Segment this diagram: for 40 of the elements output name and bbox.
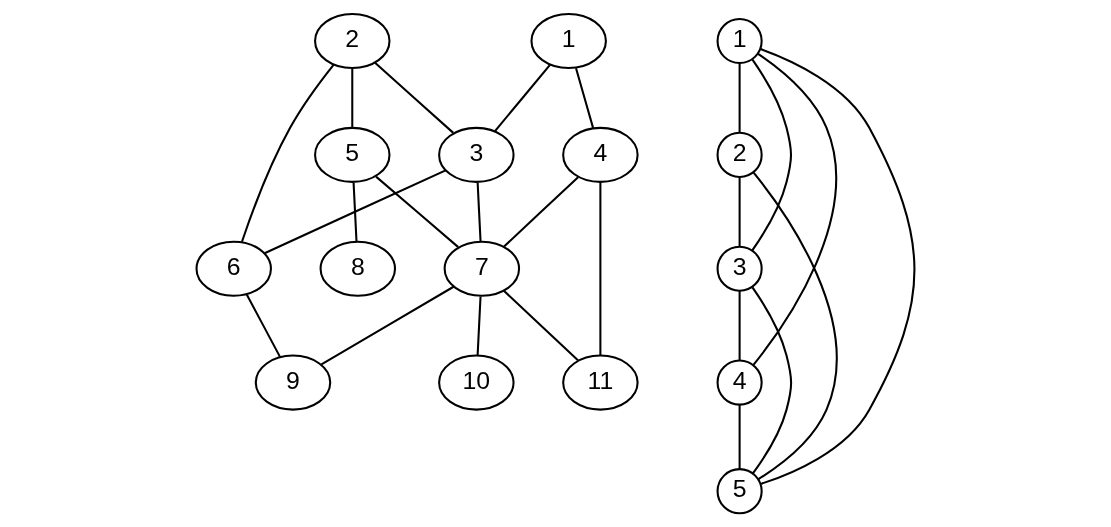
node-ellipse: 1 <box>530 12 607 70</box>
connector <box>374 62 454 134</box>
node-ellipse: 2 <box>314 12 391 70</box>
node-ellipse: 9 <box>254 354 332 411</box>
node-circle: 3 <box>716 245 763 292</box>
node-ellipse: 6 <box>195 240 272 297</box>
node-ellipse: 8 <box>319 240 397 297</box>
node-circle: 5 <box>716 468 763 515</box>
connector <box>738 291 741 361</box>
connector <box>245 294 281 358</box>
connector <box>476 182 482 242</box>
connector <box>320 285 455 366</box>
connector <box>738 177 741 247</box>
connector <box>241 64 335 243</box>
node-circle: 4 <box>716 359 763 406</box>
node-circle: 2 <box>716 131 763 178</box>
connector <box>760 48 916 485</box>
node-ellipse: 11 <box>562 354 639 411</box>
connector <box>575 67 595 129</box>
connector <box>751 286 793 474</box>
connector <box>264 169 447 255</box>
node-circle: 1 <box>716 17 763 65</box>
connector <box>351 68 354 128</box>
connector <box>476 296 482 356</box>
node-ellipse: 4 <box>562 126 639 183</box>
connector <box>494 64 551 132</box>
connector <box>752 172 838 481</box>
connector <box>738 404 741 469</box>
node-ellipse: 3 <box>438 126 515 183</box>
connector <box>503 290 579 362</box>
connector <box>599 182 602 356</box>
node-ellipse: 5 <box>314 126 391 183</box>
connector <box>738 63 741 133</box>
connector <box>751 59 793 251</box>
connector <box>503 176 579 248</box>
connector <box>352 182 358 242</box>
connector <box>752 53 838 366</box>
connector <box>375 175 459 248</box>
node-ellipse: 10 <box>438 354 515 411</box>
node-ellipse: 7 <box>443 240 521 297</box>
